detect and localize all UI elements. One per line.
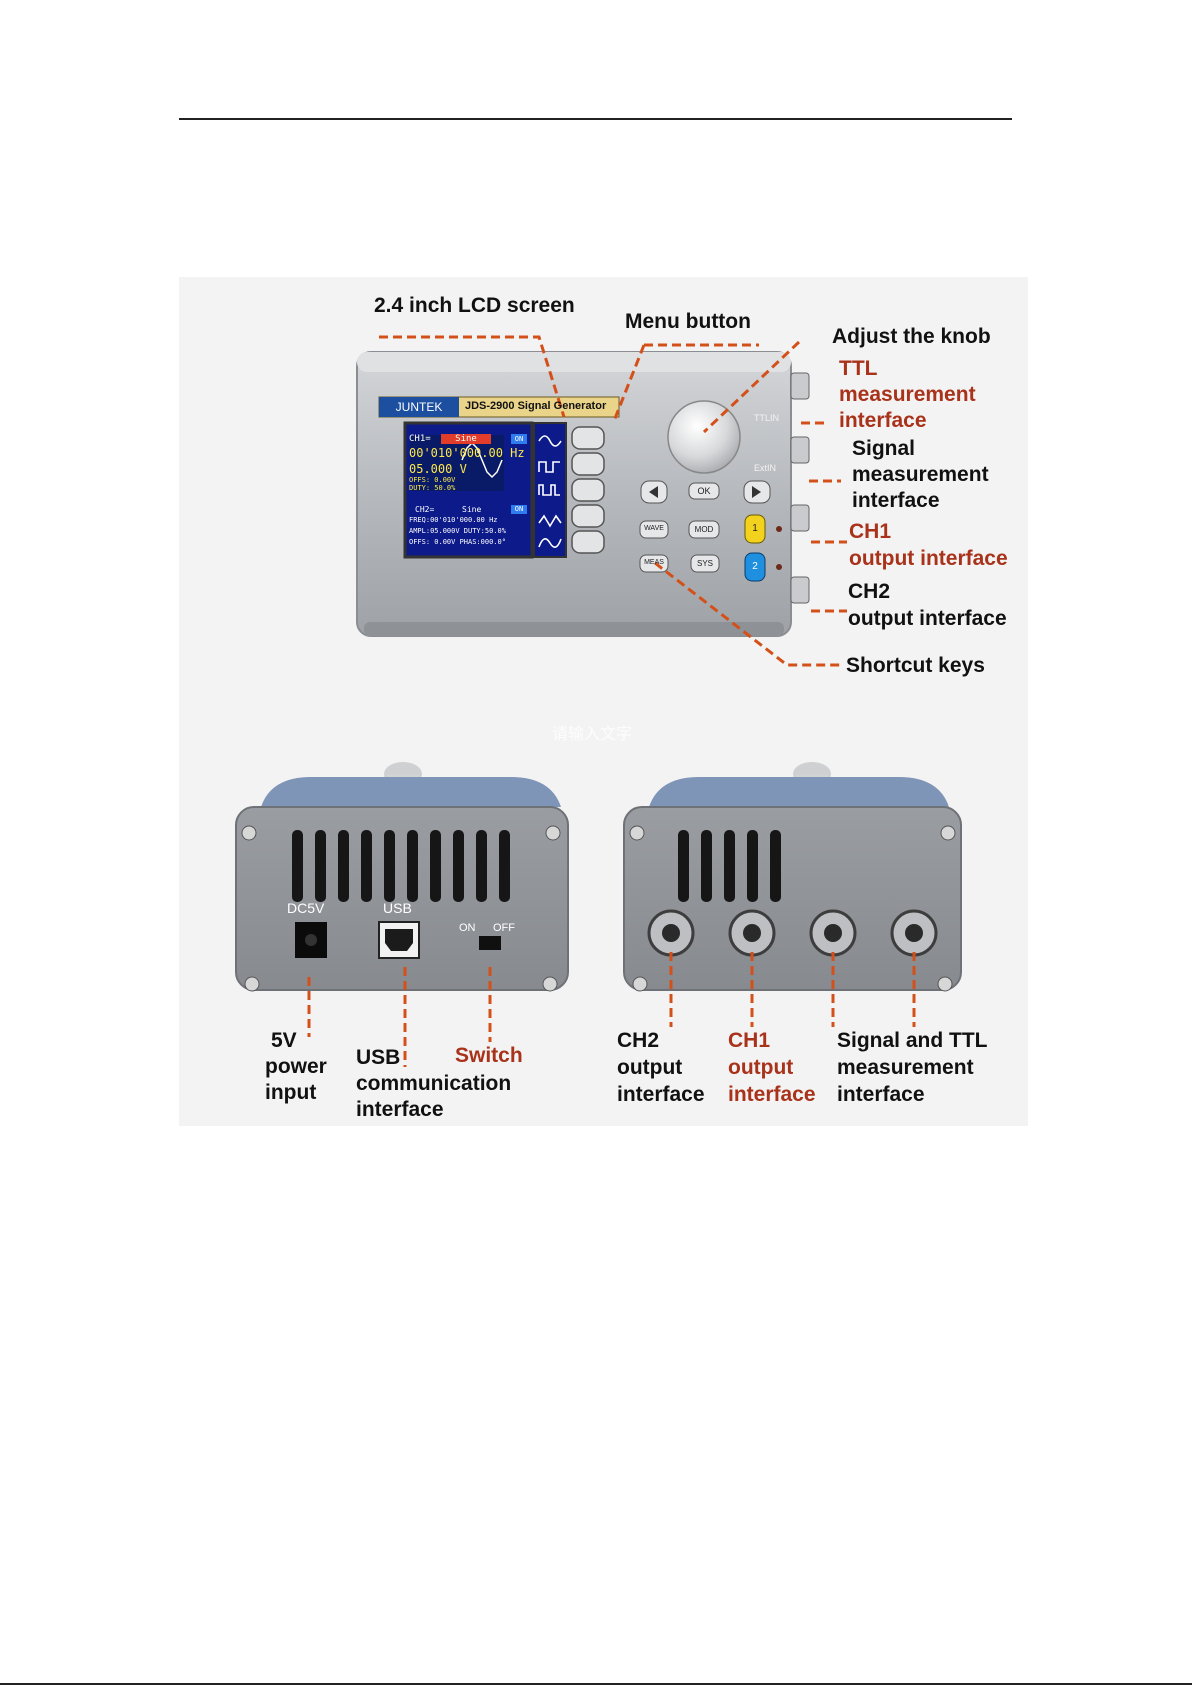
footer-rule <box>0 1683 1192 1685</box>
callout-ttl-interface: TTL measurement interface <box>839 357 976 432</box>
lcd-sine-wave <box>461 441 503 479</box>
lcd-ch2-wave: Sine <box>462 505 482 514</box>
adjust-knob <box>667 400 741 474</box>
callout-signal-interface: Signal measurement interface <box>852 437 989 512</box>
menu-buttons <box>571 426 605 554</box>
wave-label: WAVE <box>644 525 664 532</box>
usb-label: USB <box>383 900 412 916</box>
square-wave-icon <box>538 461 560 473</box>
sys-label: SYS <box>696 559 713 568</box>
switch-off-label: OFF <box>493 922 515 934</box>
rear-bnc-connectors <box>647 909 938 957</box>
lcd-ch2-offset: OFFS: 0.00V PHAS:000.0° <box>409 538 506 546</box>
watermark-text: 请输入文字 <box>552 726 633 743</box>
brand-plate <box>379 397 459 417</box>
model-name: JDS-2900 Signal Generator <box>465 400 607 412</box>
ch1-button <box>744 514 766 544</box>
lcd-ch1-state: ON <box>514 435 524 443</box>
lcd-ch1-offset: OFFS: 0.00V <box>409 476 456 484</box>
mod-label: MOD <box>694 525 714 534</box>
ttl-in-label: TTLIN <box>754 413 780 423</box>
lcd-screen <box>403 421 534 559</box>
header-rule <box>179 118 1012 120</box>
callout-rear-signal-ttl: Signal and TTL measurement interface <box>837 1029 988 1106</box>
ch2-key-label: 2 <box>752 561 758 572</box>
sys-button <box>690 554 720 573</box>
ext-in-label: ExtIN <box>754 463 777 473</box>
power-switch <box>479 936 501 950</box>
lcd-ch2-label: CH2= <box>415 505 435 514</box>
callout-rear-ch2-output: CH2 output interface <box>617 1029 705 1106</box>
callout-usb-interface: USB communication interface <box>356 1046 512 1121</box>
callout-ch1-output: CH1 output interface <box>849 520 1008 570</box>
triangle-wave-icon <box>538 514 562 528</box>
callout-power-input: 5V power input <box>265 1029 327 1104</box>
lcd-ch1-wave: Sine <box>455 434 477 444</box>
rear-panel-left <box>235 762 569 992</box>
ok-button <box>688 482 720 500</box>
wave-button <box>639 520 669 539</box>
callout-rear-ch1-output: CH1 output interface <box>728 1029 816 1106</box>
lcd-ch1-amplitude: 05.000 <box>409 462 453 476</box>
sine-wave-icon <box>538 435 562 447</box>
front-panel <box>356 351 810 637</box>
device-illustration <box>235 335 962 1067</box>
lcd-ch1-frequency: 00'010'000.00 <box>409 446 503 460</box>
ch2-button <box>744 552 766 582</box>
brand-name: JUNTEK <box>395 400 443 414</box>
dc5v-label: DC5V <box>287 900 325 916</box>
lcd-ch2-frequency: FREQ:00'010'000.00 Hz <box>409 516 498 524</box>
ramp-wave-icon <box>538 538 562 548</box>
callout-leader-lines <box>307 335 916 1067</box>
lcd-ch1-frequency-unit: Hz <box>510 446 525 460</box>
lcd-ch1-amplitude-unit: V <box>459 462 467 476</box>
ok-label: OK <box>697 486 711 496</box>
rear-panel-right <box>623 762 962 992</box>
callout-menu-button: Menu button <box>625 310 751 333</box>
ch1-key-label: 1 <box>752 523 758 534</box>
lcd-ch1-label: CH1= <box>409 434 431 444</box>
front-bnc-connectors <box>790 372 810 604</box>
callout-adjust-knob: Adjust the knob <box>832 325 991 348</box>
switch-on-label: ON <box>459 922 476 934</box>
callout-lcd-screen: 2.4 inch LCD screen <box>374 294 575 317</box>
lcd-ch2-state: ON <box>514 505 524 513</box>
lcd-ch2-amplitude: AMPL:05.000V DUTY:50.0% <box>409 527 506 535</box>
meas-label: MEAS <box>644 559 664 566</box>
callout-switch: Switch <box>455 1044 523 1067</box>
mod-button <box>688 520 720 539</box>
callout-ch2-output: CH2 output interface <box>848 580 1007 630</box>
lcd-ch1-duty: DUTY: 50.0% <box>409 484 456 492</box>
pulse-wave-icon <box>538 484 560 496</box>
callout-shortcut-keys: Shortcut keys <box>846 654 985 677</box>
product-figure: CH1= Sine ON 00'010'000.00 Hz 05.000 V O… <box>179 277 1028 1126</box>
